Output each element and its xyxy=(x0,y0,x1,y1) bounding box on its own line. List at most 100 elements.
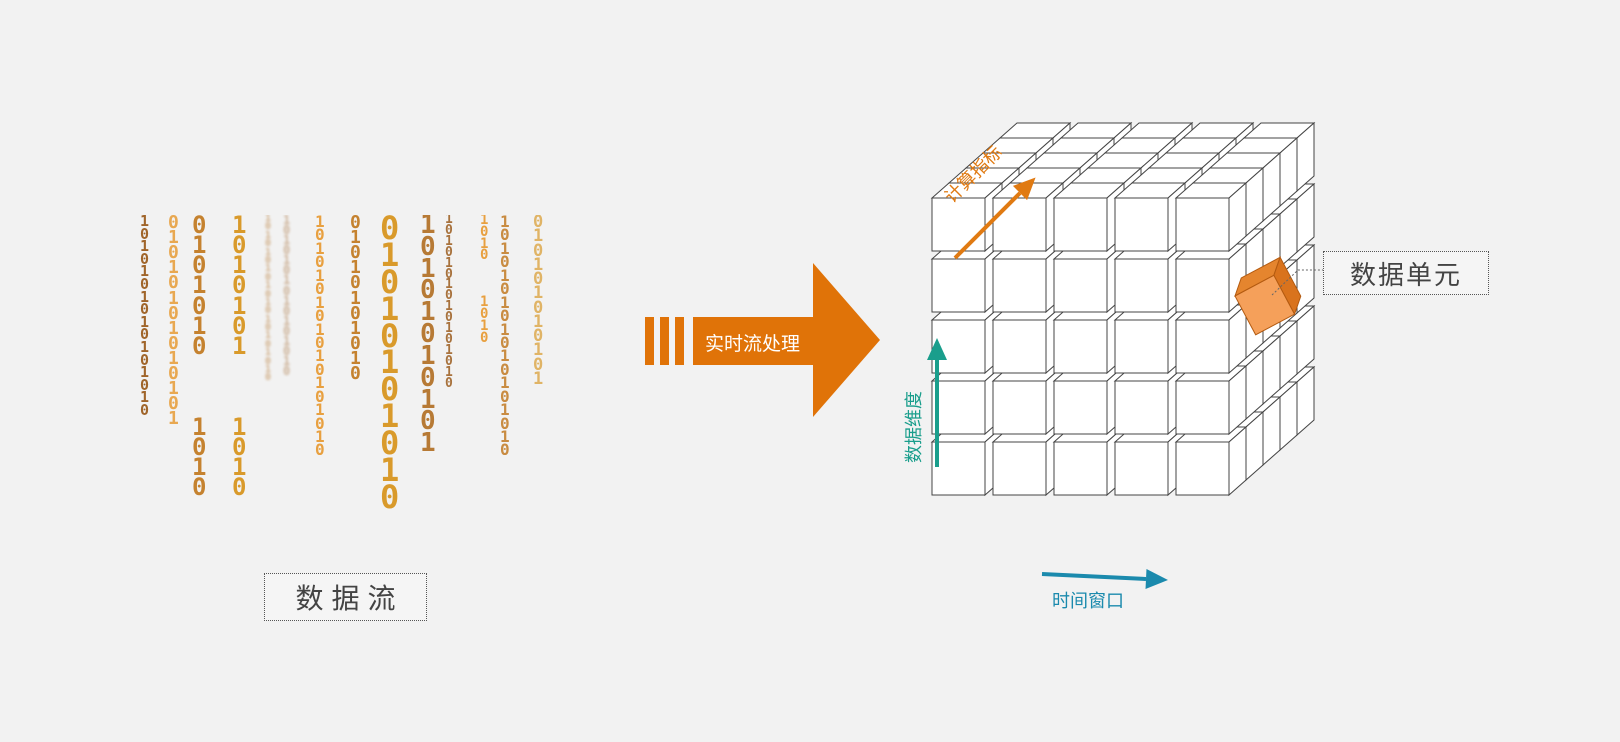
grid-cube xyxy=(991,364,1065,436)
binary-digit: 1 xyxy=(380,397,400,436)
binary-digit: 0 xyxy=(283,323,291,338)
grid-cube xyxy=(1113,364,1187,436)
grid-cube xyxy=(1113,425,1187,497)
binary-digit: 1 xyxy=(140,363,150,382)
binary-digit: 0 xyxy=(480,306,489,322)
binary-digit: 0 xyxy=(140,400,150,419)
binary-digit: 1 xyxy=(420,253,436,284)
binary-digit: 0 xyxy=(265,254,272,266)
binary-digit: 0 xyxy=(265,305,272,317)
binary-digit: 0 xyxy=(480,329,489,346)
binary-digit: 1 xyxy=(445,364,453,380)
binary-digit: 0 xyxy=(315,252,325,272)
binary-digit: 1 xyxy=(420,340,436,371)
arrow-stripe xyxy=(660,317,669,365)
binary-digit: 0 xyxy=(192,215,207,239)
binary-digit: 0 xyxy=(445,244,453,260)
binary-digit: 1 xyxy=(500,238,510,258)
binary-digit: 0 xyxy=(265,288,272,300)
binary-digit: 0 xyxy=(168,302,179,324)
binary-digit: 0 xyxy=(350,242,361,264)
binary-digit: 0 xyxy=(533,269,544,290)
binary-digit: 1 xyxy=(445,321,453,337)
binary-digit: 0 xyxy=(380,262,400,301)
binary-digit: 1 xyxy=(140,312,150,331)
binary-digit: 1 xyxy=(315,238,325,258)
binary-digit: 1 xyxy=(445,255,453,271)
binary-digit: 0 xyxy=(232,231,247,260)
grid-cube xyxy=(1113,242,1187,314)
binary-digit: 0 xyxy=(533,297,544,318)
binary-digit: 1 xyxy=(140,287,150,306)
dimension-axis-arrow xyxy=(927,338,947,467)
binary-digit: 0 xyxy=(140,300,150,319)
binary-digit: 1 xyxy=(140,337,150,356)
binary-digit: 1 xyxy=(533,283,544,304)
process-arrow xyxy=(645,263,880,417)
binary-digit: 0 xyxy=(168,332,179,354)
binary-digit: 1 xyxy=(283,233,291,248)
binary-digit: 0 xyxy=(168,215,179,233)
binary-digit: 1 xyxy=(350,257,361,279)
binary-digit: 0 xyxy=(232,432,247,461)
binary-digit: 0 xyxy=(480,223,489,240)
binary-digit: 0 xyxy=(315,413,325,433)
binary-digit: 1 xyxy=(480,294,489,311)
arrow-stripe xyxy=(645,317,654,365)
binary-digit: 1 xyxy=(380,450,400,489)
binary-digit: 0 xyxy=(445,288,453,304)
grid-cube xyxy=(930,303,1004,375)
binary-digit: 1 xyxy=(350,287,361,309)
binary-digit: 1 xyxy=(480,235,489,252)
binary-digit: 0 xyxy=(380,316,400,355)
binary-digit: 0 xyxy=(500,440,510,460)
binary-digit: 0 xyxy=(140,249,150,268)
binary-digit: 1 xyxy=(265,246,272,258)
binary-digit: 0 xyxy=(232,473,247,502)
binary-digit: 1 xyxy=(315,215,325,231)
binary-digit: 1 xyxy=(533,226,544,247)
binary-digit: 0 xyxy=(315,225,325,245)
binary-digit: 0 xyxy=(265,355,272,367)
binary-digit: 0 xyxy=(445,331,453,347)
binary-digit: 0 xyxy=(315,440,325,460)
binary-digit: 1 xyxy=(232,215,247,239)
binary-digit: 1 xyxy=(350,317,361,339)
binary-digit: 0 xyxy=(445,375,453,391)
binary-digit: 1 xyxy=(500,319,510,339)
binary-digit: 0 xyxy=(420,231,436,262)
binary-digit: 1 xyxy=(533,340,544,361)
binary-digit: 0 xyxy=(283,364,291,379)
arrow-stripe xyxy=(675,317,684,365)
binary-digit: 0 xyxy=(445,310,453,326)
binary-digit: 0 xyxy=(192,432,207,461)
binary-digit: 0 xyxy=(420,362,436,393)
binary-digit: 0 xyxy=(445,222,453,238)
binary-digit: 1 xyxy=(500,427,510,446)
binary-digit: 1 xyxy=(283,354,291,369)
binary-digit: 0 xyxy=(265,372,272,384)
binary-digit: 1 xyxy=(192,231,207,260)
binary-digit: 0 xyxy=(315,332,325,352)
binary-digit: 0 xyxy=(315,306,325,326)
binary-digit: 1 xyxy=(265,215,272,224)
binary-digit: 1 xyxy=(420,215,436,240)
binary-digit: 1 xyxy=(265,330,272,342)
binary-digit: 0 xyxy=(283,303,291,318)
binary-digit: 1 xyxy=(445,299,453,315)
binary-digit: 0 xyxy=(500,252,510,272)
binary-digit: 1 xyxy=(283,273,291,288)
binary-digit: 1 xyxy=(500,373,510,393)
binary-digit: 0 xyxy=(232,271,247,300)
grid-cube xyxy=(991,242,1065,314)
grid-cube xyxy=(991,425,1065,497)
binary-digit: 0 xyxy=(533,240,544,261)
